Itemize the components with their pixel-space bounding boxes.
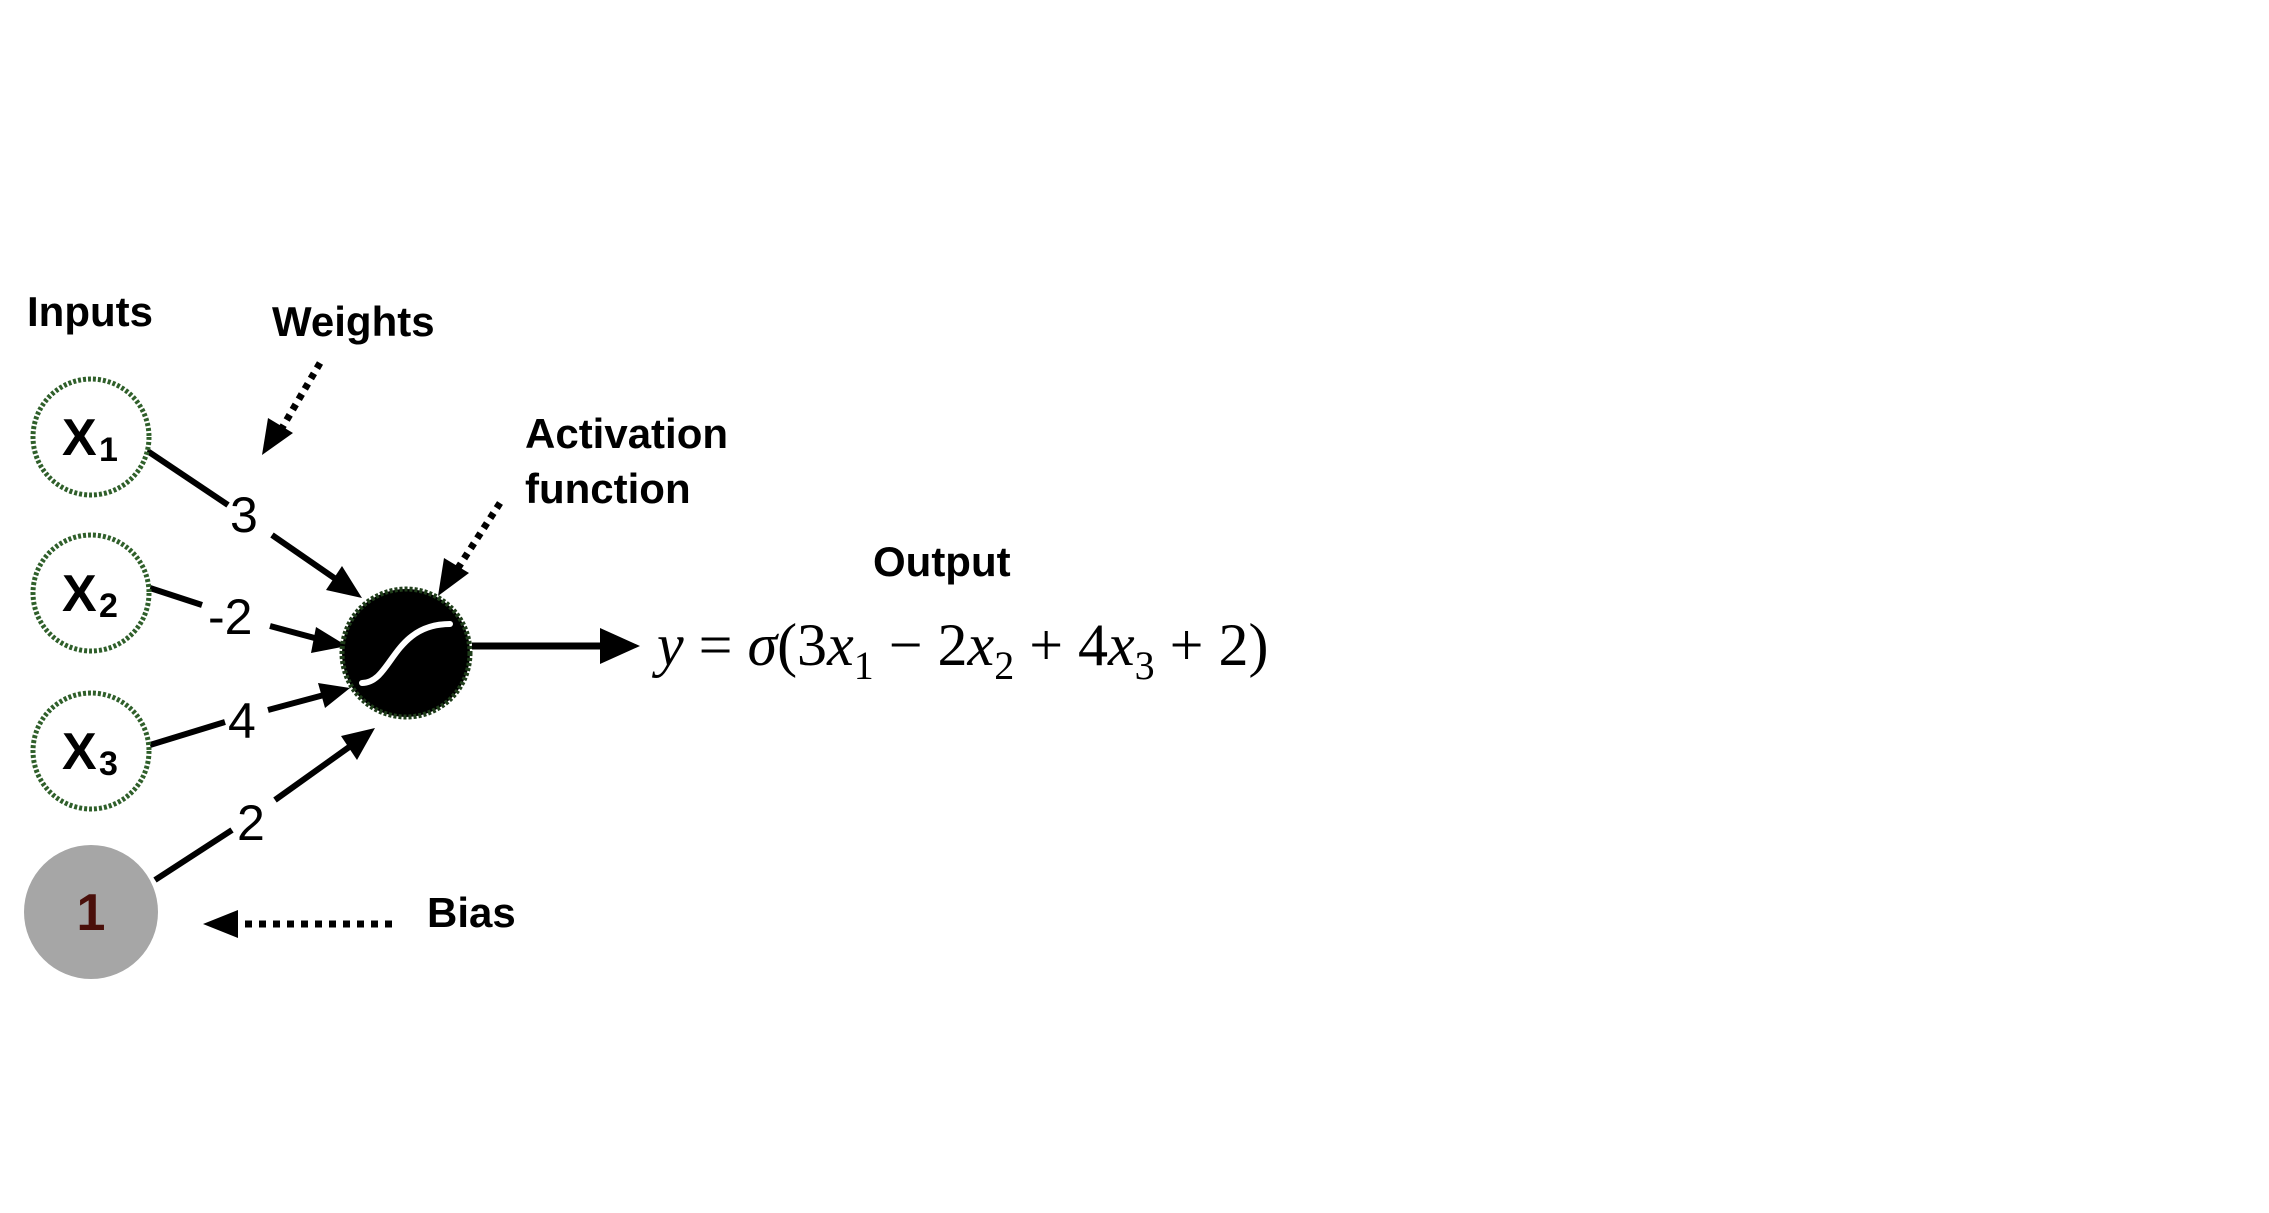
bias-label: Bias [427, 889, 516, 936]
weight-label-x3: 4 [228, 693, 256, 749]
weight-label-bias: 2 [237, 795, 265, 851]
svg-text:X: X [62, 565, 97, 623]
svg-text:1: 1 [99, 431, 118, 469]
output-label: Output [873, 538, 1011, 585]
svg-text:3: 3 [99, 745, 118, 783]
svg-text:X: X [62, 723, 97, 781]
activation-label-line2: function [525, 465, 691, 512]
weights-pointer-arrow [262, 361, 324, 455]
neuron-node [339, 586, 473, 720]
sigmoid-icon [359, 621, 453, 686]
inputs-label: Inputs [27, 288, 153, 335]
svg-text:2: 2 [99, 587, 118, 625]
weights-label: Weights [272, 298, 435, 345]
weight-label-x1: 3 [230, 487, 258, 543]
output-formula: y = σ(3x1 − 2x2 + 4x3 + 2) [651, 612, 1269, 688]
input-node-x3: X 3 [30, 690, 152, 812]
input-node-x2: X 2 [30, 532, 152, 654]
output-arrow [472, 628, 640, 664]
weight-label-x2: -2 [208, 589, 252, 645]
connection-x2 [149, 585, 347, 653]
connection-bias [153, 728, 375, 883]
activation-label-line1: Activation [525, 410, 728, 457]
bias-pointer-arrow [203, 910, 392, 938]
connection-x3 [149, 683, 350, 748]
svg-text:1: 1 [77, 884, 106, 942]
input-node-x1: X 1 [30, 376, 152, 498]
bias-node: 1 [24, 845, 158, 979]
connection-x1 [144, 447, 362, 598]
svg-text:X: X [62, 409, 97, 467]
activation-pointer-arrow [438, 501, 503, 596]
